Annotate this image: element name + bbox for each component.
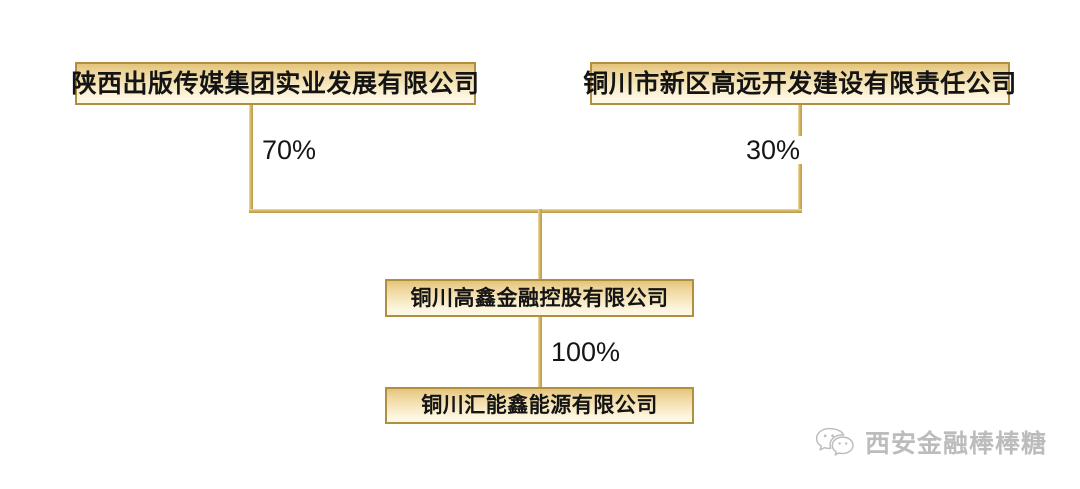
node-label-holding: 铜川高鑫金融控股有限公司 [410, 285, 669, 310]
edge-label-subsidiary-percent: 100% [546, 338, 626, 366]
node-subsidiary[interactable]: 铜川汇能鑫能源有限公司 [385, 387, 694, 424]
node-label-parent-a: 陕西出版传媒集团实业发展有限公司 [71, 69, 480, 98]
node-label-subsidiary: 铜川汇能鑫能源有限公司 [421, 393, 658, 417]
connector-bus-to-holding [538, 209, 542, 281]
edge-label-parent-a-percent: 70% [257, 136, 322, 164]
watermark: 西安金融棒棒糖 [815, 424, 1047, 460]
node-shareholder-parent-b[interactable]: 铜川市新区高远开发建设有限责任公司 [583, 62, 1016, 105]
node-holding-company[interactable]: 铜川高鑫金融控股有限公司 [385, 279, 694, 317]
node-shareholder-parent-a[interactable]: 陕西出版传媒集团实业发展有限公司 [72, 62, 479, 105]
wechat-icon [815, 426, 855, 458]
connector-holding-to-subsidiary [538, 315, 542, 389]
edge-label-parent-b-percent: 30% [741, 136, 806, 164]
connector-horizontal-bus [249, 209, 802, 213]
watermark-text: 西安金融棒棒糖 [865, 429, 1048, 458]
connector-parent-a-to-bus [249, 105, 253, 213]
node-label-parent-b: 铜川市新区高远开发建设有限责任公司 [583, 69, 1017, 98]
